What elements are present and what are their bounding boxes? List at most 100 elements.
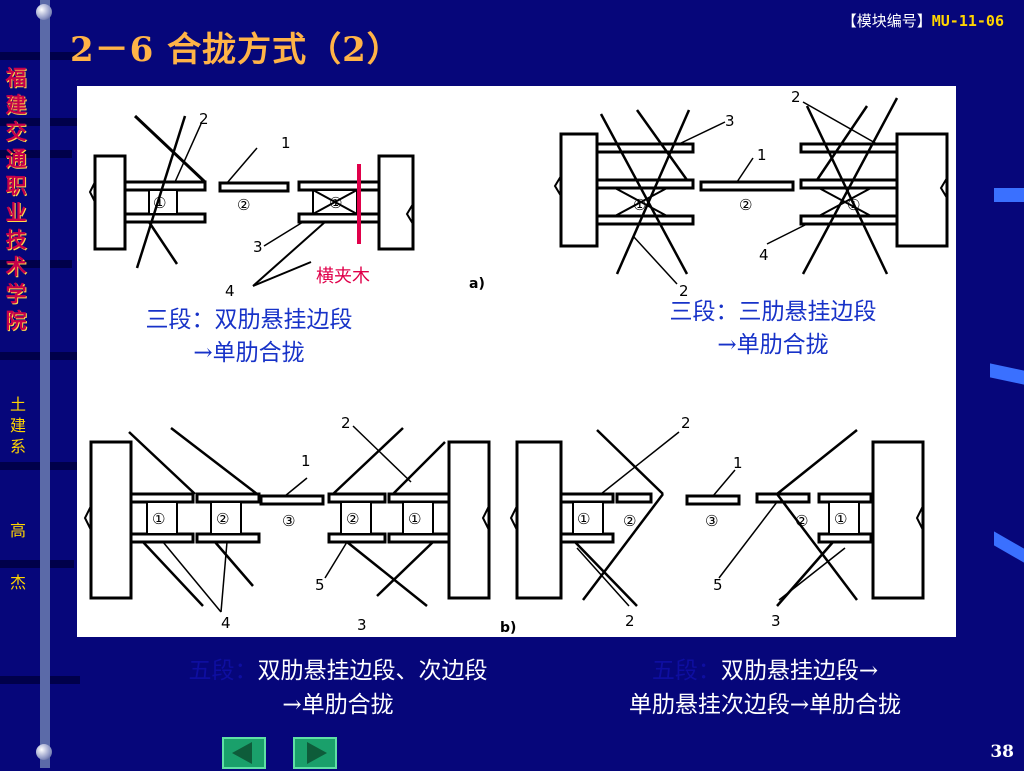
decoration-dash bbox=[990, 363, 1024, 385]
label-number: 3 bbox=[253, 238, 263, 256]
label-number: 4 bbox=[225, 282, 235, 300]
rib-top bbox=[559, 492, 615, 504]
abutment-left bbox=[559, 132, 599, 248]
caption-line: 双肋悬挂边段→ bbox=[720, 658, 879, 684]
label-number: 2 bbox=[199, 110, 209, 128]
cable-line bbox=[392, 441, 446, 495]
leader-line bbox=[678, 121, 726, 145]
label-circled: ① bbox=[329, 194, 342, 212]
rib-top bbox=[195, 492, 261, 504]
brace bbox=[818, 187, 872, 217]
label-circled: ③ bbox=[705, 512, 718, 530]
caption-prefix: 五段： bbox=[651, 658, 721, 684]
cable-line bbox=[776, 429, 858, 495]
rib-bottom bbox=[817, 532, 873, 544]
rib-bottom bbox=[123, 212, 207, 224]
caption-prefix: 五段： bbox=[188, 658, 258, 684]
label-number: 2 bbox=[341, 414, 351, 432]
caption-a-left: 三段：双肋悬挂边段 →单肋合拢 bbox=[129, 304, 369, 370]
rib-mid-closure bbox=[685, 494, 741, 506]
leader-line bbox=[352, 425, 412, 483]
author-name: 高杰 bbox=[9, 521, 26, 592]
rib-top bbox=[595, 142, 695, 154]
leader-line bbox=[226, 147, 258, 184]
cable-line bbox=[128, 431, 196, 495]
break-mark bbox=[915, 505, 924, 531]
brace bbox=[614, 187, 668, 217]
cable-line bbox=[582, 493, 664, 601]
label-number: 1 bbox=[281, 134, 291, 152]
caption-b-right: 五段：双肋悬挂边段→ 单肋悬挂次边段→单肋合拢 bbox=[580, 654, 950, 722]
break-mark bbox=[481, 505, 490, 531]
prev-slide-button[interactable] bbox=[222, 737, 266, 769]
label-circled: ① bbox=[633, 196, 646, 214]
leader-line bbox=[263, 221, 304, 247]
rib-mid bbox=[218, 181, 290, 193]
cable-line bbox=[801, 97, 899, 275]
rail-bead bbox=[36, 744, 52, 760]
leader-line bbox=[736, 157, 754, 183]
rib-bottom bbox=[327, 532, 387, 544]
cable-line bbox=[599, 113, 689, 275]
cable-line bbox=[133, 114, 207, 184]
label-circled: ② bbox=[739, 196, 752, 214]
arch-closure-figure: 2 1 3 4 ① ② ① 横夹木 a) bbox=[77, 86, 956, 637]
leader-line bbox=[162, 541, 222, 613]
rib-mid-closure bbox=[699, 180, 795, 192]
brace bbox=[312, 189, 358, 215]
label-number: 5 bbox=[315, 576, 325, 594]
frame-box bbox=[148, 189, 178, 215]
label-number: 2 bbox=[681, 414, 691, 432]
abutment-left bbox=[515, 440, 563, 600]
leader-line bbox=[252, 221, 326, 287]
break-mark bbox=[83, 505, 92, 531]
cable-line bbox=[135, 115, 187, 269]
caption-line: 单肋悬挂次边段→单肋合拢 bbox=[628, 692, 902, 718]
panel-a-right: 3 2 1 4 2 ① ② ① bbox=[553, 88, 949, 300]
label-number: 1 bbox=[733, 454, 743, 472]
label-number: 4 bbox=[759, 246, 769, 264]
cable-line bbox=[776, 541, 834, 607]
caption-b-left: 五段：双肋悬挂边段、次边段 →单肋合拢 bbox=[140, 654, 536, 722]
leader-line bbox=[632, 235, 678, 285]
module-prefix: 【模块编号】 bbox=[841, 12, 932, 30]
rib-bottom bbox=[129, 532, 195, 544]
frame-box bbox=[572, 501, 604, 535]
caption-line: 三段：三肋悬挂边段 bbox=[669, 299, 877, 325]
module-code: MU-11-06 bbox=[931, 12, 1004, 30]
rib-top bbox=[327, 492, 387, 504]
label-circled: ③ bbox=[282, 512, 295, 530]
cable-line bbox=[170, 427, 258, 495]
leader-line bbox=[766, 223, 808, 245]
cable-line bbox=[147, 221, 179, 265]
frame-box bbox=[828, 501, 860, 535]
left-rail bbox=[40, 0, 50, 768]
leader-line bbox=[576, 547, 630, 607]
label-circled: ② bbox=[216, 510, 229, 528]
rib-bottom bbox=[559, 532, 615, 544]
rail-bead bbox=[36, 4, 52, 20]
next-slide-button[interactable] bbox=[293, 737, 337, 769]
rib-bottom bbox=[595, 214, 695, 226]
frame-box bbox=[402, 501, 434, 535]
rib-top bbox=[129, 492, 195, 504]
cable-line bbox=[376, 541, 434, 597]
label-number: 2 bbox=[679, 282, 689, 300]
panel-b-left: 2 1 5 3 4 ① ② ③ ② ① bbox=[83, 414, 491, 634]
frame-box bbox=[146, 501, 178, 535]
cable-line bbox=[346, 541, 428, 607]
caption-line: 三段：双肋悬挂边段 bbox=[145, 307, 353, 333]
leader-line bbox=[174, 123, 202, 183]
label-number: 3 bbox=[357, 616, 367, 634]
cable-line bbox=[332, 427, 404, 495]
leader-line bbox=[324, 541, 348, 579]
arrow-right-icon bbox=[307, 742, 327, 764]
module-number: 【模块编号】MU-11-06 bbox=[842, 10, 1004, 31]
rib-mid bbox=[595, 178, 695, 190]
caption-line: 双肋悬挂边段、次边段 bbox=[257, 658, 488, 684]
panel-a-label: a) bbox=[469, 276, 485, 292]
break-mark bbox=[88, 181, 96, 203]
leader-line bbox=[802, 101, 878, 145]
arrow-left-icon bbox=[232, 742, 252, 764]
rib-top bbox=[387, 492, 451, 504]
